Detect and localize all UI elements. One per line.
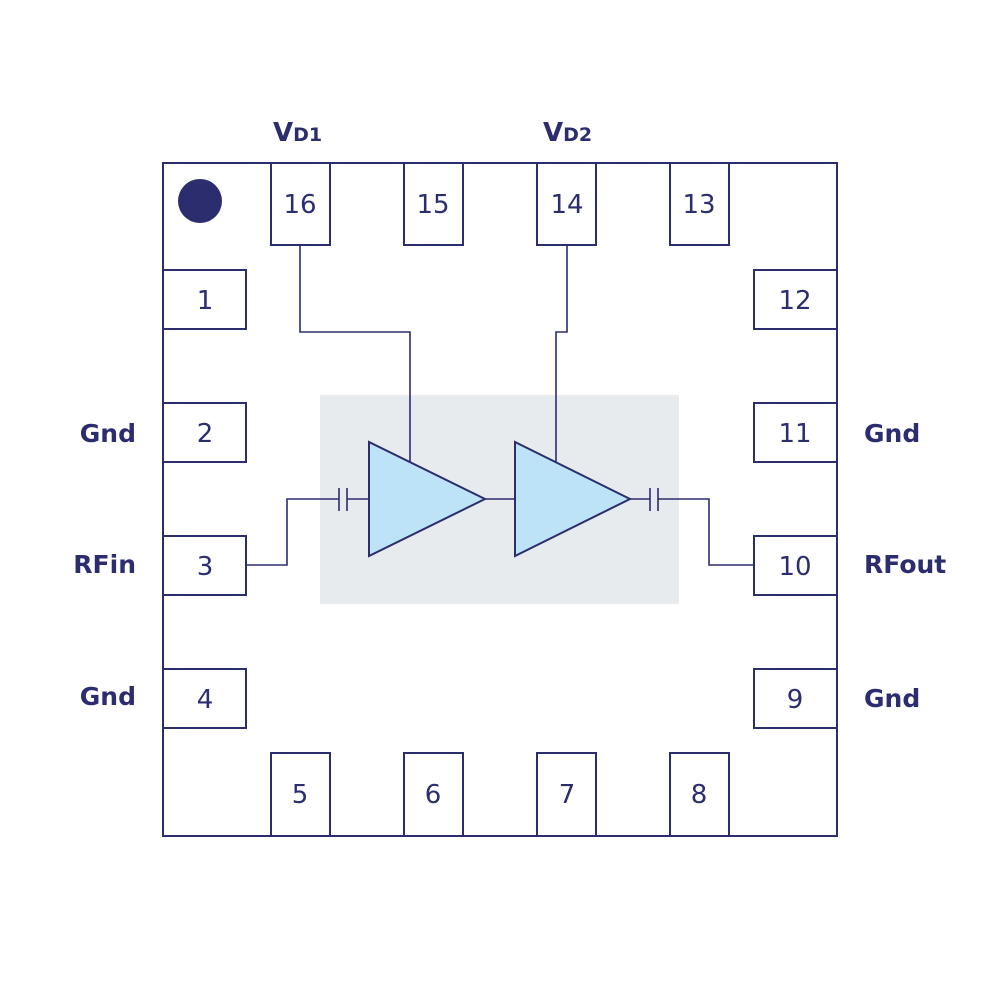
- pin-14-number: 14: [550, 190, 583, 220]
- pin-16: [270, 162, 331, 246]
- pin-14: [536, 162, 597, 246]
- pin-7-number: 7: [559, 780, 576, 810]
- amplifier-stage-2: [514, 440, 633, 558]
- vd1-bias-line: [299, 245, 411, 462]
- vd2-label: VD2: [543, 118, 592, 148]
- pin-2: [162, 402, 247, 463]
- input-capacitor: [338, 488, 369, 511]
- rfin-trace: [246, 498, 339, 566]
- pin-2-number: 2: [197, 419, 214, 449]
- pin-11-number: 11: [778, 419, 811, 449]
- vd1-label-sub: D1: [293, 124, 322, 146]
- pin-16-number: 16: [283, 190, 316, 220]
- vd2-label-sub: D2: [563, 124, 592, 146]
- pin-9-number: 9: [787, 685, 804, 715]
- pin-12: [753, 269, 838, 330]
- pin-8-number: 8: [691, 780, 708, 810]
- pin-5: [270, 752, 331, 837]
- pin-1: [162, 269, 247, 330]
- pin-9: [753, 668, 838, 729]
- pin-10: [753, 535, 838, 596]
- amplifier-stage-1: [368, 440, 488, 558]
- pin-13: [669, 162, 730, 246]
- gnd-label-pin2: Gnd: [80, 419, 136, 448]
- pin-4-number: 4: [197, 685, 214, 715]
- vd1-label: VD1: [273, 118, 322, 148]
- pin1-indicator-dot: [178, 179, 222, 223]
- pin-5-number: 5: [292, 780, 309, 810]
- pin-7: [536, 752, 597, 837]
- pin-10-number: 10: [778, 552, 811, 582]
- gnd-label-pin9: Gnd: [864, 684, 920, 713]
- pin-13-number: 13: [682, 190, 715, 220]
- pin-4: [162, 668, 247, 729]
- pin-15-number: 15: [416, 190, 449, 220]
- pin-6-number: 6: [425, 780, 442, 810]
- pin-8: [669, 752, 730, 837]
- pin-12-number: 12: [778, 286, 811, 316]
- rfin-label: RFin: [73, 550, 136, 579]
- pin-15: [403, 162, 464, 246]
- gnd-label-pin4: Gnd: [80, 682, 136, 711]
- pin-3-number: 3: [197, 552, 214, 582]
- pin-11: [753, 402, 838, 463]
- vd2-label-main: V: [543, 118, 563, 148]
- output-capacitor: [630, 488, 661, 511]
- vd2-bias-line: [555, 245, 568, 462]
- pin-1-number: 1: [197, 286, 214, 316]
- pin-6: [403, 752, 464, 837]
- gnd-label-pin11: Gnd: [864, 419, 920, 448]
- rfout-label: RFout: [864, 550, 946, 579]
- pin-3: [162, 535, 247, 596]
- rfout-trace: [661, 498, 754, 566]
- vd1-label-main: V: [273, 118, 293, 148]
